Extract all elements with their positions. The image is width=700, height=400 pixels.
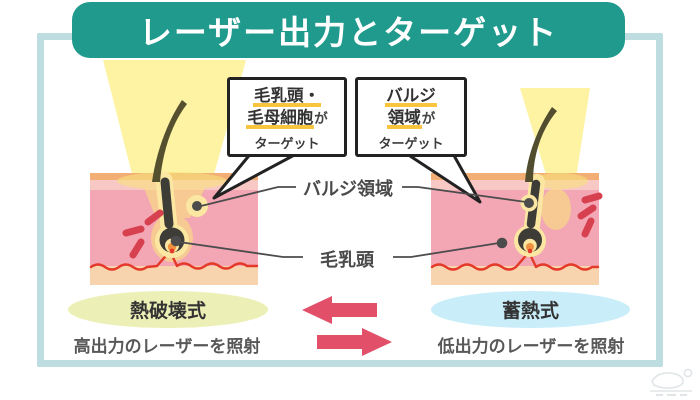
callout-left-line1: 毛乳頭・ [253,87,321,107]
bulge-region-label: バルジ領域 [303,179,393,199]
blood-vessel-left [89,249,259,271]
callout-left-line3: ターゲット [254,135,320,151]
impact-marks-right [577,192,603,238]
skin-section-right [431,173,599,285]
blood-vessel-right [430,250,600,271]
method-badge-thermal-destruction: 熱破壊式 [68,291,268,328]
arrow-right-icon [317,328,392,356]
method-description-left: 高出力のレーザーを照射 [73,337,261,356]
laser-glow-right [532,173,588,230]
callout-right: バルジ 領域が ターゲット [355,77,467,157]
method-description-right: 低出力のレーザーを照射 [437,337,625,356]
callout-left-line2: 毛母細胞が [246,108,328,129]
arrow-left-icon [302,296,377,324]
page-title: レーザー出力とターゲット [138,14,559,51]
pointer-dots [170,198,534,249]
watermark-logo-icon [650,368,693,396]
title-banner: レーザー出力とターゲット [72,2,625,58]
callout-right-line1: バルジ [385,87,437,107]
method-badge-heat-storage: 蓄熱式 [431,291,630,328]
callout-left: 毛乳頭・ 毛母細胞が ターゲット [227,77,347,157]
callout-right-line2: 領域が [386,108,436,129]
impact-marks-left [122,209,164,259]
hair-papilla-label: 毛乳頭 [320,250,374,270]
pointer-lines [178,186,527,258]
callout-right-line3: ターゲット [378,135,444,151]
laser-beam-low-power [520,88,590,178]
